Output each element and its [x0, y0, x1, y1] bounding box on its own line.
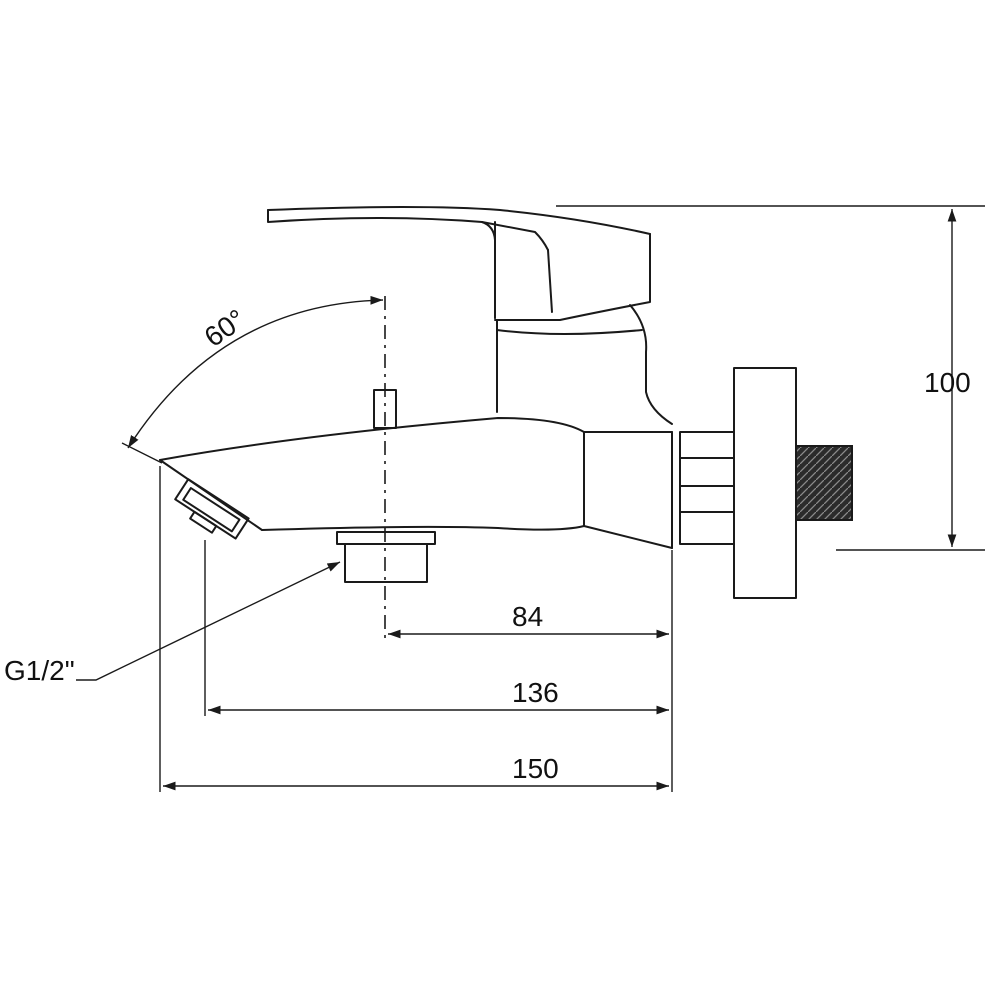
height-label: 100: [924, 367, 971, 398]
thread-callout: G1/2": [4, 561, 341, 686]
height-dimension: 100: [556, 205, 985, 551]
bottom-outlet: [336, 531, 436, 583]
dimension-136-label: 136: [512, 677, 559, 708]
threaded-connector: [795, 445, 853, 521]
spout: [159, 417, 673, 549]
thread-callout-label: G1/2": [4, 655, 75, 686]
angle-label: 60°: [199, 303, 251, 353]
aerator: [174, 478, 250, 540]
dimension-150-label: 150: [512, 753, 559, 784]
wall-connection: [679, 367, 853, 599]
handle-lever: [267, 206, 651, 321]
dimension-136: 136: [208, 677, 669, 715]
angle-dimension: 60°: [121, 295, 384, 464]
wall-flange: [733, 367, 797, 599]
dimension-150: 150: [163, 753, 669, 791]
mixer-body: [496, 304, 673, 425]
dimension-84-label: 84: [512, 601, 543, 632]
dimension-84: 84: [388, 601, 669, 639]
